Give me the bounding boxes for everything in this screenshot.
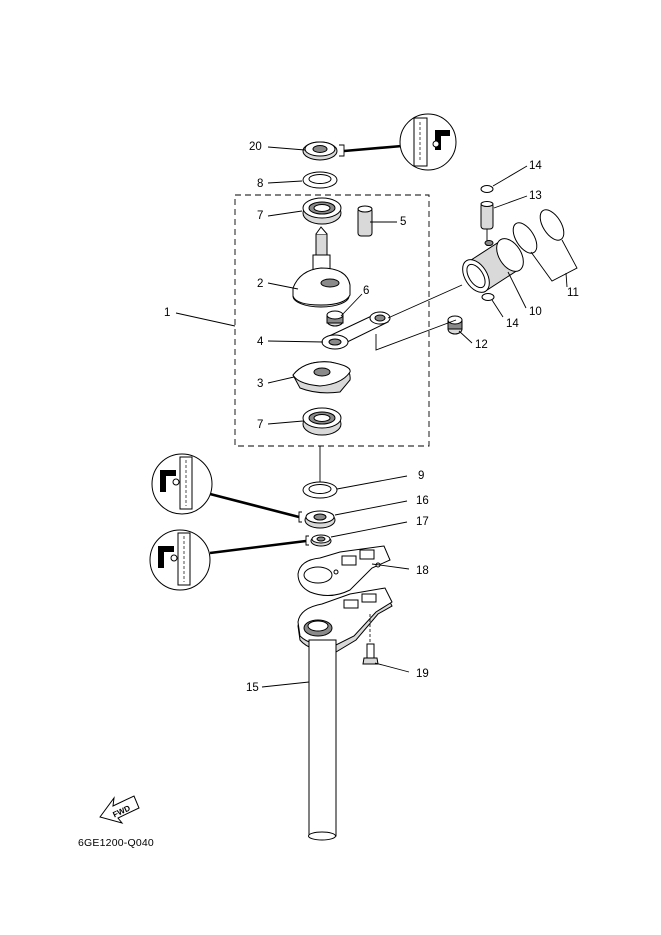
part-12-needle-bearing bbox=[447, 315, 463, 335]
callout-7-lower: 7 bbox=[257, 419, 263, 431]
part-17-seal bbox=[209, 534, 332, 555]
callout-20: 20 bbox=[249, 141, 262, 153]
forward-arrow-icon: FWD bbox=[99, 795, 140, 824]
callout-1: 1 bbox=[164, 307, 170, 319]
part-10-piston bbox=[462, 238, 524, 293]
callout-4: 4 bbox=[257, 336, 264, 348]
part-7-upper-bearing bbox=[302, 197, 342, 225]
grease-callout-lower bbox=[149, 529, 211, 591]
grease-callout-top bbox=[399, 113, 457, 171]
part-20-oil-seal bbox=[302, 141, 403, 161]
part-8-washer bbox=[302, 171, 338, 189]
callout-numbers: 1 2 3 4 5 6 7 7 8 9 10 11 12 13 14 14 15… bbox=[164, 141, 579, 694]
callout-12: 12 bbox=[475, 339, 488, 351]
callout-19: 19 bbox=[416, 668, 429, 680]
callout-9: 9 bbox=[418, 470, 424, 482]
part-2-upper-crank bbox=[292, 226, 351, 308]
diagram-code: 6GE1200-Q040 bbox=[78, 837, 154, 849]
callout-14-upper: 14 bbox=[529, 160, 542, 172]
part-14-clip-upper bbox=[480, 185, 494, 193]
leader-lines bbox=[175, 146, 568, 688]
callout-18: 18 bbox=[416, 565, 429, 577]
callout-10: 10 bbox=[529, 306, 542, 318]
crankshaft-assembly-box bbox=[234, 194, 430, 447]
part-13-piston-pin bbox=[480, 201, 494, 246]
part-11-piston-rings bbox=[512, 209, 578, 282]
part-4-connecting-rod bbox=[321, 311, 391, 350]
callout-14-lower: 14 bbox=[506, 318, 519, 330]
callout-5: 5 bbox=[400, 216, 406, 228]
part-5-pin bbox=[357, 205, 373, 237]
part-14-clip-lower bbox=[481, 293, 495, 301]
callout-2: 2 bbox=[257, 278, 263, 290]
callout-13: 13 bbox=[529, 190, 542, 202]
part-7-lower-bearing bbox=[302, 407, 342, 436]
part-9-washer bbox=[302, 481, 338, 499]
callout-7-upper: 7 bbox=[257, 210, 263, 222]
callout-16: 16 bbox=[416, 495, 429, 507]
part-18-gasket bbox=[297, 545, 391, 596]
callout-17: 17 bbox=[416, 516, 429, 528]
callout-15: 15 bbox=[246, 682, 259, 694]
callout-3: 3 bbox=[257, 378, 263, 390]
part-6-needle-bearing bbox=[326, 310, 344, 327]
callout-8: 8 bbox=[257, 178, 263, 190]
callout-6: 6 bbox=[363, 285, 369, 297]
grease-callout-middle bbox=[151, 453, 213, 515]
part-16-oil-seal bbox=[209, 492, 336, 529]
part-15-exhaust-pipe bbox=[297, 587, 393, 841]
part-3-lower-crank bbox=[292, 361, 351, 394]
callout-11: 11 bbox=[567, 287, 579, 299]
